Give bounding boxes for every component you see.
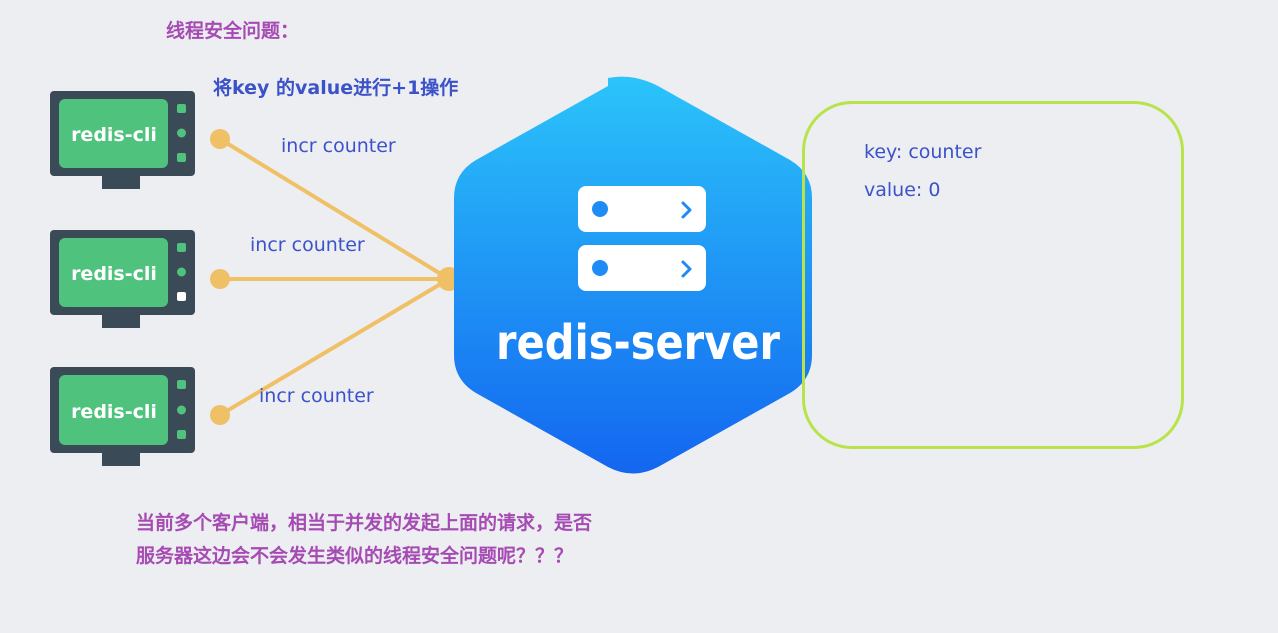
- key-value-store-box: [802, 101, 1184, 449]
- client-label-3: redis-cli: [71, 401, 157, 423]
- store-value-line: value: 0: [864, 179, 941, 201]
- client-label-2: redis-cli: [71, 263, 157, 285]
- redis-server-node: redis-server: [454, 76, 812, 474]
- operation-description: 将key 的value进行+1操作: [213, 77, 459, 99]
- command-label-2: incr counter: [250, 234, 365, 256]
- store-key-line: key: counter: [864, 141, 982, 163]
- connection-dot-1: [210, 129, 230, 149]
- connection-line-1: [218, 137, 451, 281]
- client-terminal-2: redis-cli: [50, 230, 195, 328]
- server-icon: [578, 186, 706, 291]
- command-label-1: incr counter: [281, 135, 396, 157]
- connection-line-3: [218, 277, 451, 417]
- question-line-1: 当前多个客户端，相当于并发的发起上面的请求，是否: [136, 512, 593, 534]
- client-terminal-1: redis-cli: [50, 91, 195, 189]
- client-terminal-3: redis-cli: [50, 367, 195, 466]
- connection-dot-2: [210, 269, 230, 289]
- command-label-3: incr counter: [259, 385, 374, 407]
- diagram-title: 线程安全问题：: [166, 20, 300, 42]
- question-line-2: 服务器这边会不会发生类似的线程安全问题呢？？？: [136, 545, 574, 567]
- client-label-1: redis-cli: [71, 124, 157, 146]
- connection-dot-3: [210, 405, 230, 425]
- server-label: redis-server: [496, 315, 780, 371]
